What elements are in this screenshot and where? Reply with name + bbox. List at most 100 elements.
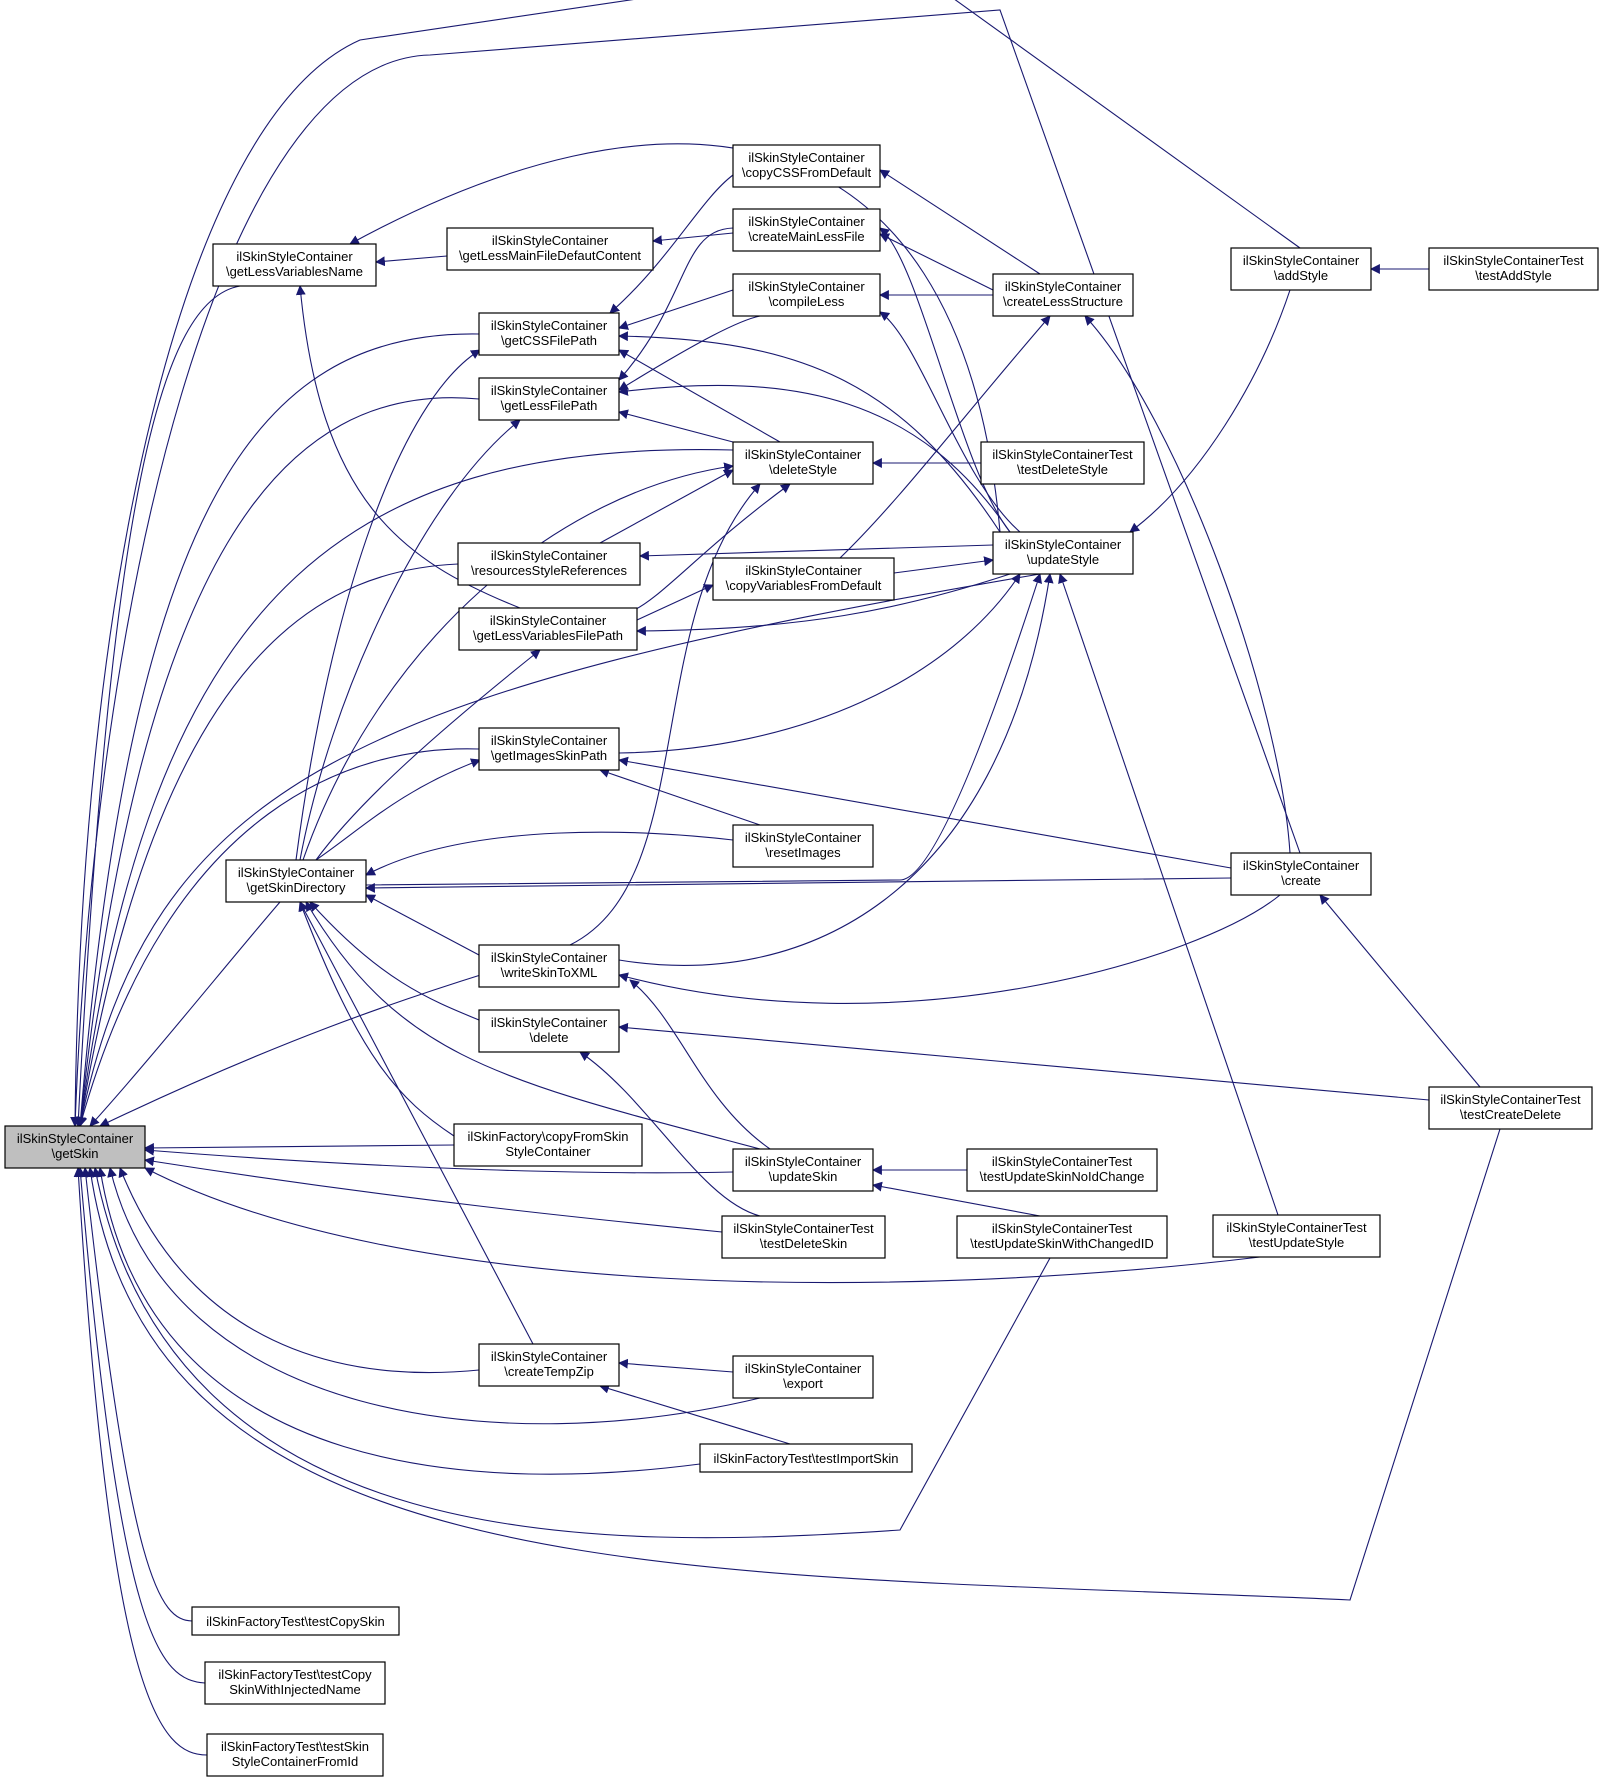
node-compileLess[interactable]: ilSkinStyleContainer\compileLess (732, 273, 881, 317)
node-box (1230, 852, 1372, 896)
node-testUpdateStyle[interactable]: ilSkinStyleContainerTest\testUpdateStyle (1212, 1214, 1381, 1258)
node-testUpdateSkinNoIdChange[interactable]: ilSkinStyleContainerTest\testUpdateSkinN… (966, 1148, 1158, 1192)
node-updateSkin[interactable]: ilSkinStyleContainer\updateSkin (732, 1148, 874, 1192)
node-testCreateDelete[interactable]: ilSkinStyleContainerTest\testCreateDelet… (1428, 1086, 1593, 1130)
node-label-line2: \testUpdateSkinNoIdChange (980, 1169, 1145, 1184)
edge-writeSkinToXML-calls-getSkin (99, 971, 491, 1127)
node-label-line1: ilSkinStyleContainer (236, 249, 353, 264)
node-label-line2: \getLessVariablesName (226, 264, 363, 279)
node-testSkinStyleContainerFromId[interactable]: ilSkinFactoryTest\testSkinStyleContainer… (206, 1733, 384, 1777)
node-box (225, 859, 367, 903)
node-label-line1: ilSkinStyleContainer (745, 1361, 862, 1376)
node-testDeleteSkin[interactable]: ilSkinStyleContainerTest\testDeleteSkin (721, 1215, 886, 1259)
edge-deleteStyle-calls-getLessFilePath (618, 409, 734, 443)
node-testAddStyle[interactable]: ilSkinStyleContainerTest\testAddStyle (1428, 247, 1599, 291)
node-label-line1: ilSkinStyleContainer (748, 214, 865, 229)
node-testCopySkinWithInjectedName[interactable]: ilSkinFactoryTest\testCopySkinWithInject… (204, 1661, 386, 1705)
node-getCSSFilePath[interactable]: ilSkinStyleContainer\getCSSFilePath (478, 312, 620, 356)
node-label-line2: \getLessMainFileDefautContent (459, 248, 641, 263)
edge-writeSkinToXML-calls-updateStyle (618, 573, 1054, 966)
node-label-line2: \delete (529, 1030, 568, 1045)
node-label-line2: StyleContainerFromId (232, 1754, 358, 1769)
edge-updateSkin-calls-getSkinDirectory (305, 901, 761, 1150)
node-resetImages[interactable]: ilSkinStyleContainer\resetImages (732, 824, 874, 868)
node-testImportSkin[interactable]: ilSkinFactoryTest\testImportSkin (699, 1443, 913, 1473)
node-testDeleteStyle[interactable]: ilSkinStyleContainerTest\testDeleteStyle (980, 441, 1145, 485)
edge-getLessVariablesFilePath-calls-getLessVariablesName (295, 285, 521, 609)
node-copyCSSFromDefault[interactable]: ilSkinStyleContainer\copyCSSFromDefault (732, 144, 881, 188)
node-label-line1: ilSkinStyleContainerTest (992, 447, 1133, 462)
node-resourcesStyleReferences[interactable]: ilSkinStyleContainer\resourcesStyleRefer… (457, 542, 641, 586)
node-writeSkinToXML[interactable]: ilSkinStyleContainer\writeSkinToXML (478, 944, 620, 988)
edge-createTempZip-calls-getSkinDirectory (299, 901, 534, 1345)
node-getLessVariablesFilePath[interactable]: ilSkinStyleContainer\getLessVariablesFil… (458, 607, 638, 651)
node-box (1230, 247, 1372, 291)
node-label-line1: ilSkinStyleContainer (491, 1349, 608, 1364)
edge-export-calls-createTempZip (618, 1358, 734, 1373)
node-label-line1: ilSkinStyleContainer (17, 1131, 134, 1146)
edge-testUpdateSkinWithChangedID-calls-getSkin (91, 1167, 1051, 1539)
node-label-line1: ilSkinStyleContainer (238, 865, 355, 880)
edge-updateStyle-calls-addStyle (1129, 289, 1291, 533)
node-box (204, 1661, 386, 1705)
node-createMainLessFile[interactable]: ilSkinStyleContainer\createMainLessFile (732, 208, 881, 252)
node-getLessFilePath[interactable]: ilSkinStyleContainer\getLessFilePath (478, 377, 620, 421)
node-label-line2: \getLessFilePath (501, 398, 598, 413)
node-box (732, 1355, 874, 1399)
node-label-line1: ilSkinStyleContainer (491, 1015, 608, 1030)
edge-getCSSFilePath-calls-getSkin (75, 333, 480, 1127)
node-label-line2: \testUpdateSkinWithChangedID (970, 1236, 1154, 1251)
node-label-line1: ilSkinStyleContainer (748, 150, 865, 165)
edge-addStyle-calls-getSkin (70, 0, 1301, 1127)
node-box (732, 208, 881, 252)
node-box (732, 273, 881, 317)
node-getLessVariablesName[interactable]: ilSkinStyleContainer\getLessVariablesNam… (212, 243, 377, 287)
node-delete[interactable]: ilSkinStyleContainer\delete (478, 1009, 620, 1053)
node-box (458, 607, 638, 651)
node-label-line1: ilSkinStyleContainer (491, 318, 608, 333)
node-box (732, 441, 874, 485)
node-label-line2: \getSkinDirectory (247, 880, 346, 895)
node-testUpdateSkinWithChangedID[interactable]: ilSkinStyleContainerTest\testUpdateSkinW… (956, 1215, 1168, 1259)
node-getSkinDirectory[interactable]: ilSkinStyleContainer\getSkinDirectory (225, 859, 367, 903)
node-getImagesSkinPath[interactable]: ilSkinStyleContainer\getImagesSkinPath (478, 727, 620, 771)
node-testCopySkin[interactable]: ilSkinFactoryTest\testCopySkin (191, 1606, 400, 1636)
edge-writeSkinToXML-calls-getSkinDirectory (365, 894, 480, 956)
node-createTempZip[interactable]: ilSkinStyleContainer\createTempZip (478, 1343, 620, 1387)
node-label-line2: \testUpdateStyle (1249, 1235, 1344, 1250)
edge-deleteStyle-calls-getSkin (76, 449, 734, 1127)
edge-getSkinDirectory-calls-getImagesSkinPath (315, 758, 481, 861)
edge-create-calls-createLessStructure (1084, 315, 1291, 854)
node-label-line2: \copyCSSFromDefault (742, 165, 872, 180)
node-addStyle[interactable]: ilSkinStyleContainer\addStyle (1230, 247, 1372, 291)
node-deleteStyle[interactable]: ilSkinStyleContainer\deleteStyle (732, 441, 874, 485)
edge-create-calls-getSkin (70, 9, 1301, 1127)
node-createLessStructure[interactable]: ilSkinStyleContainer\createLessStructure (992, 273, 1134, 317)
node-box (457, 542, 641, 586)
edge-getLessFilePath-calls-getSkin (76, 397, 480, 1127)
node-box (1428, 247, 1599, 291)
node-getLessMainFileDefautContent[interactable]: ilSkinStyleContainer\getLessMainFileDefa… (446, 227, 654, 271)
node-box (478, 1009, 620, 1053)
node-copyVariablesFromDefault[interactable]: ilSkinStyleContainer\copyVariablesFromDe… (712, 557, 895, 601)
node-export[interactable]: ilSkinStyleContainer\export (732, 1355, 874, 1399)
node-label-line2: StyleContainer (505, 1144, 591, 1159)
edge-resetImages-calls-getSkinDirectory (365, 831, 734, 876)
node-box (453, 1123, 643, 1167)
node-getSkin[interactable]: ilSkinStyleContainer\getSkin (4, 1125, 146, 1169)
node-label-line2: \addStyle (1274, 268, 1328, 283)
node-layer: ilSkinStyleContainer\getSkinilSkinStyleC… (4, 144, 1599, 1777)
node-label-line1: ilSkinFactoryTest\testSkin (221, 1739, 369, 1754)
node-create[interactable]: ilSkinStyleContainer\create (1230, 852, 1372, 896)
edge-createTempZip-calls-getSkin (118, 1167, 480, 1374)
node-label-line2: \testDeleteStyle (1017, 462, 1108, 477)
node-label-line1: ilSkinStyleContainer (745, 563, 862, 578)
edge-getSkinDirectory-calls-getSkin (89, 901, 281, 1127)
node-box (4, 1125, 146, 1169)
node-label-line1: ilSkinStyleContainer (1005, 537, 1122, 552)
node-updateStyle[interactable]: ilSkinStyleContainer\updateStyle (992, 531, 1134, 575)
node-label-line1: ilSkinStyleContainer (1243, 253, 1360, 268)
node-label-line1: ilSkinStyleContainer (491, 950, 608, 965)
edge-writeSkinToXML-calls-deleteStyle (569, 483, 761, 946)
